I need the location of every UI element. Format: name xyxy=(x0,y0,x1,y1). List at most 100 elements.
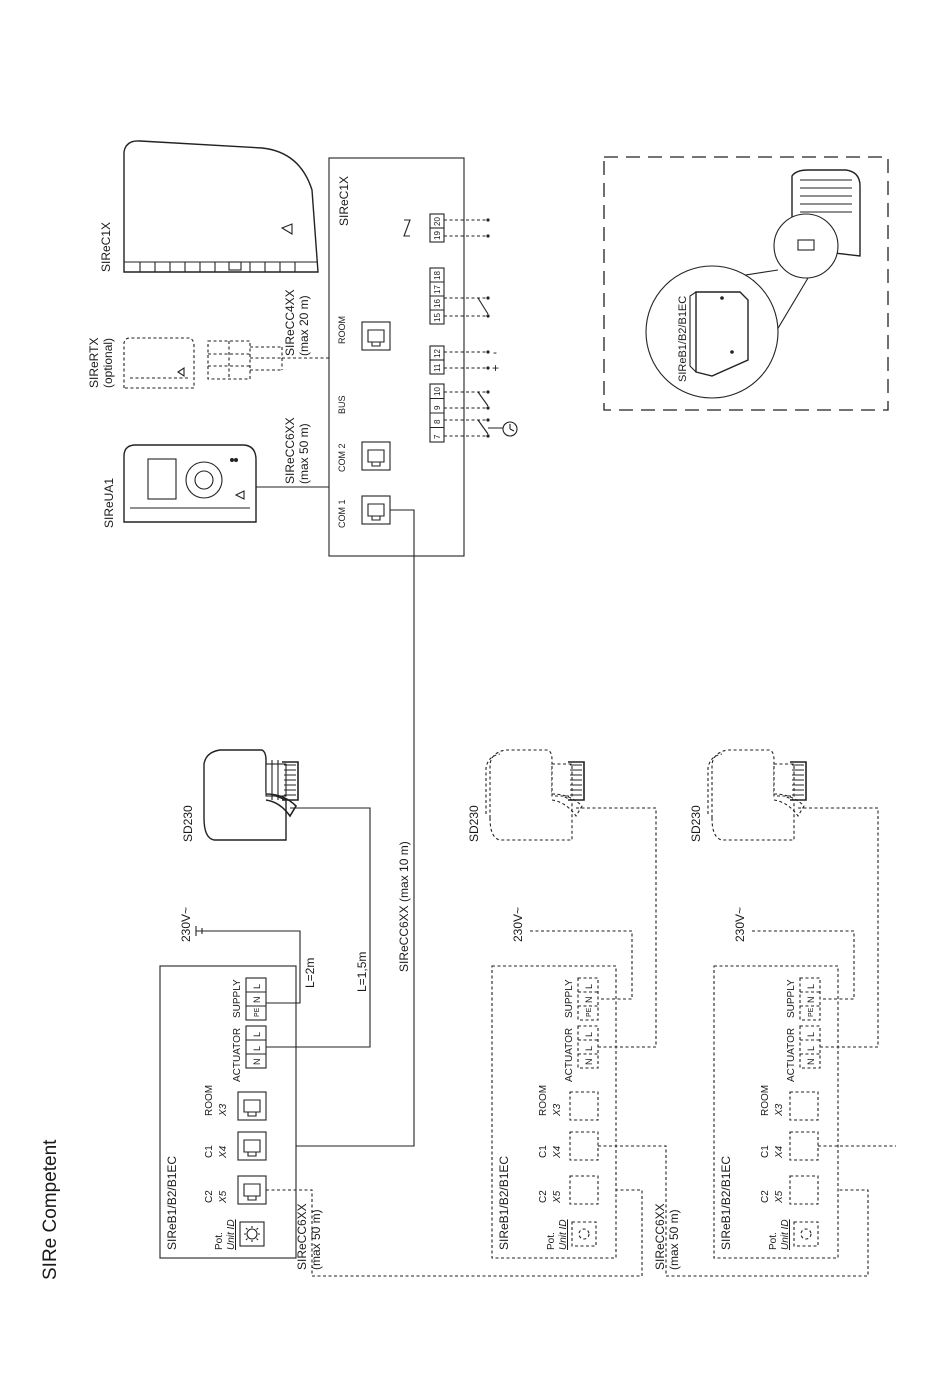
u3-port-x3 xyxy=(789,1091,819,1121)
u2-cable-len: (max 50 m) xyxy=(667,1209,681,1270)
u1-room: ROOM xyxy=(204,1085,215,1116)
u3-pot: Pot. xyxy=(768,1232,779,1250)
sign-plus: + xyxy=(492,361,499,375)
term-17: 17 xyxy=(433,285,442,294)
term-8: 8 xyxy=(433,419,442,424)
u3-c2: C2 xyxy=(760,1190,771,1203)
u1-x5: X5 xyxy=(218,1190,229,1204)
term-18: 18 xyxy=(433,271,442,280)
u1-port-x5 xyxy=(237,1175,267,1205)
u1-supply: SUPPLY xyxy=(232,979,243,1018)
u1-cable-len: (max 50 m) xyxy=(309,1209,323,1270)
main-cable-label: SIReCC6XX (max 10 m) xyxy=(397,841,411,972)
u3-supply: SUPPLY xyxy=(786,979,797,1018)
unit-3-box-label: SIReB1/B2/B1EC xyxy=(719,1156,733,1250)
unit-1-box-label: SIReB1/B2/B1EC xyxy=(165,1156,179,1250)
unit-1-box xyxy=(159,965,297,1259)
cable-room-length: (max 20 m) xyxy=(297,295,311,356)
sireua1-label: SIReUA1 xyxy=(102,478,116,528)
cable-com2-length: (max 50 m) xyxy=(297,423,311,484)
u3-sup-pe: PE xyxy=(808,1007,815,1017)
unit-3: SD230 SIReB1/B2/B1EC Pot. Unit ID C2 X5 … xyxy=(689,749,896,1259)
sireua1-device xyxy=(123,444,257,523)
u3-room: ROOM xyxy=(760,1085,771,1116)
sd230-actuator-2 xyxy=(485,749,585,841)
u3-port-x4 xyxy=(789,1131,819,1161)
u1-unit-id: Unit ID xyxy=(226,1219,237,1250)
sirec1x-device xyxy=(123,140,319,273)
u2-c1: C1 xyxy=(538,1145,549,1158)
label-com2: COM 2 xyxy=(337,443,347,472)
u2-c2: C2 xyxy=(538,1190,549,1203)
u2-supply: SUPPLY xyxy=(564,979,575,1018)
cable-com2-label: SIReCC6XX xyxy=(283,417,297,484)
sirertx-optional: (optional) xyxy=(101,338,115,388)
u2-sup-n: N xyxy=(584,997,594,1004)
u3-x4: X4 xyxy=(774,1145,785,1159)
u2-x5: X5 xyxy=(552,1190,563,1204)
term-19: 19 xyxy=(433,231,442,240)
u2-actuator: ACTUATOR xyxy=(564,1028,575,1082)
u3-act-l: L xyxy=(806,1046,816,1051)
sd230-label-2: SD230 xyxy=(467,805,481,842)
u2-cable: SIReCC6XX xyxy=(653,1203,667,1270)
u1-actuator: ACTUATOR xyxy=(232,1028,243,1082)
u1-sup-l: L xyxy=(252,984,262,989)
sd230-label-1: SD230 xyxy=(181,805,195,842)
u3-unit-id: Unit ID xyxy=(780,1219,791,1250)
page-title: SIRe Competent xyxy=(40,1139,61,1280)
label-bus: BUS xyxy=(337,395,347,414)
u1-port-x4 xyxy=(237,1131,267,1161)
u2-room: ROOM xyxy=(538,1085,549,1116)
unit-2: SD230 SIReB1/B2/B1EC Pot. Unit ID C2 X5 … xyxy=(467,749,869,1277)
label-room: ROOM xyxy=(337,316,347,344)
inset-label: SIReB1/B2/B1EC xyxy=(677,296,689,382)
unit-2-box-label: SIReB1/B2/B1EC xyxy=(497,1156,511,1250)
u3-sup-l: L xyxy=(806,984,816,989)
terminals-19-20 xyxy=(429,213,445,243)
u1-c2: C2 xyxy=(204,1190,215,1203)
sign-minus: - xyxy=(493,345,497,359)
sd230-actuator-3 xyxy=(707,749,807,841)
sirec1x-device-label: SIReC1X xyxy=(99,222,113,272)
u3-act-n: N xyxy=(806,1059,816,1066)
u1-pot: Pot. xyxy=(214,1232,225,1250)
u2-sup-pe: PE xyxy=(586,1007,593,1017)
term-9: 9 xyxy=(433,405,442,410)
term-11: 11 xyxy=(433,363,442,372)
u2-act-n: N xyxy=(584,1059,594,1066)
term-10: 10 xyxy=(433,387,442,396)
term-7: 7 xyxy=(433,434,442,439)
port-com2 xyxy=(361,441,391,471)
u3-sup-n: N xyxy=(806,997,816,1004)
port-room xyxy=(361,321,391,351)
u2-port-x5 xyxy=(569,1175,599,1205)
u1-c1: C1 xyxy=(204,1145,215,1158)
u1-act-l2: L xyxy=(252,1032,262,1037)
inset-box xyxy=(603,156,889,411)
sirec1x-box-label: SIReC1X xyxy=(337,176,351,226)
sirertx-device xyxy=(123,337,195,389)
term-12: 12 xyxy=(433,349,442,358)
term-16: 16 xyxy=(433,299,442,308)
u1-voltage: 230V~ xyxy=(179,907,193,942)
cable-room-label: SIReCC4XX xyxy=(283,289,297,356)
sd230-actuator-1 xyxy=(203,749,299,841)
u2-voltage: 230V~ xyxy=(511,907,525,942)
term-20: 20 xyxy=(433,217,442,226)
unit-1: SD230 SIReB1/B2/B1EC Pot. Unit ID C2 X5 … xyxy=(159,749,643,1277)
sirertx-label: SIReRTX xyxy=(87,338,101,388)
u3-c1: C1 xyxy=(760,1145,771,1158)
u1-len-a: L=2m xyxy=(303,958,317,988)
u3-act-l2: L xyxy=(806,1032,816,1037)
u3-x5: X5 xyxy=(774,1190,785,1204)
terminal-wiring xyxy=(403,218,518,438)
u2-act-l2: L xyxy=(584,1032,594,1037)
u3-voltage: 230V~ xyxy=(733,907,747,942)
u1-act-n: N xyxy=(252,1059,262,1066)
terminals-11-12 xyxy=(429,345,445,375)
u3-actuator: ACTUATOR xyxy=(786,1028,797,1082)
u1-cable: SIReCC6XX xyxy=(295,1203,309,1270)
terminals-7-10 xyxy=(429,383,445,443)
u1-x3: X3 xyxy=(218,1103,229,1117)
